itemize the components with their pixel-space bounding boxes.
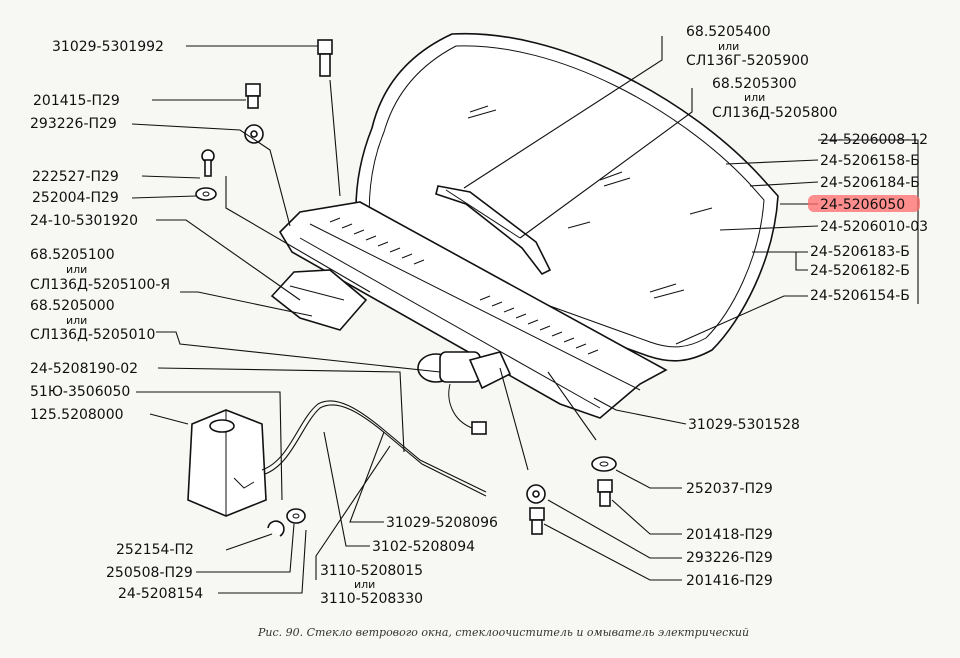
- label-r05: 24-5206184-Б: [820, 175, 920, 191]
- label-l08a: 68.5205000: [30, 298, 115, 314]
- bolt-bottom: [529, 507, 545, 535]
- label-r02b: или: [744, 91, 765, 104]
- label-l12: 252154-П2: [116, 542, 194, 558]
- grommet: [286, 508, 306, 524]
- cowl-panel: [278, 201, 668, 419]
- label-r01a: 68.5205400: [686, 24, 771, 40]
- bracket-plate: [270, 269, 368, 331]
- washer-hose: [261, 400, 487, 497]
- label-r03: 24-5206008-12: [820, 132, 928, 148]
- leader-lines: [131, 36, 919, 594]
- label-r06: 24-5206050: [820, 197, 905, 213]
- label-r10: 24-5206154-Б: [810, 288, 910, 304]
- bolt-left: [245, 83, 261, 109]
- bolt-right: [597, 479, 613, 507]
- clip-ring: [267, 520, 285, 537]
- label-l15: 31029-5208096: [386, 515, 498, 531]
- label-l10: 51Ю-3506050: [30, 384, 130, 400]
- label-r02a: 68.5205300: [712, 76, 797, 92]
- label-r13: 201418-П29: [686, 527, 773, 543]
- label-r12: 252037-П29: [686, 481, 773, 497]
- wiper-arm: [435, 185, 552, 276]
- label-r04: 24-5206158-Б: [820, 153, 920, 169]
- label-l13: 250508-П29: [106, 565, 193, 581]
- washer-reservoir: [187, 409, 267, 517]
- label-r01c: СЛ136Г-5205900: [686, 53, 809, 69]
- star-washer-left: [244, 124, 264, 144]
- star-washer-right: [526, 484, 546, 504]
- flat-washer-left: [195, 187, 217, 201]
- label-l11: 125.5208000: [30, 407, 124, 423]
- figure-caption: Рис. 90. Стекло ветрового окна, стеклооч…: [257, 626, 749, 639]
- label-l08c: СЛ136Д-5205010: [30, 327, 155, 343]
- label-r02c: СЛ136Д-5205800: [712, 105, 837, 121]
- label-l14: 24-5208154: [118, 586, 203, 602]
- label-l16: 3102-5208094: [372, 539, 475, 555]
- bolt-top: [317, 39, 333, 77]
- wiper-motor: [417, 351, 512, 435]
- label-l17c: 3110-5208330: [320, 591, 423, 607]
- label-l03: 293226-П29: [30, 116, 117, 132]
- washer-right-1: [591, 456, 617, 472]
- label-r11: 31029-5301528: [688, 417, 800, 433]
- label-l08b: или: [66, 314, 87, 327]
- highlight-marker: [808, 195, 920, 212]
- label-l07a: 68.5205100: [30, 247, 115, 263]
- label-r09: 24-5206182-Б: [810, 263, 910, 279]
- label-l09: 24-5208190-02: [30, 361, 138, 377]
- label-l02: 201415-П29: [33, 93, 120, 109]
- label-l01: 31029-5301992: [52, 39, 164, 55]
- label-r01b: или: [718, 40, 739, 53]
- label-l17a: 3110-5208015: [320, 563, 423, 579]
- label-l05: 252004-П29: [32, 190, 119, 206]
- label-r15: 201416-П29: [686, 573, 773, 589]
- label-l17b: или: [354, 578, 375, 591]
- label-l07c: СЛ136Д-5205100-Я: [30, 277, 170, 293]
- screw-left: [201, 149, 215, 177]
- label-l07b: или: [66, 263, 87, 276]
- label-l06: 24-10-5301920: [30, 213, 138, 229]
- label-r08: 24-5206183-Б: [810, 244, 910, 260]
- label-r14: 293226-П29: [686, 550, 773, 566]
- label-r07: 24-5206010-03: [820, 219, 928, 235]
- label-l04: 222527-П29: [32, 169, 119, 185]
